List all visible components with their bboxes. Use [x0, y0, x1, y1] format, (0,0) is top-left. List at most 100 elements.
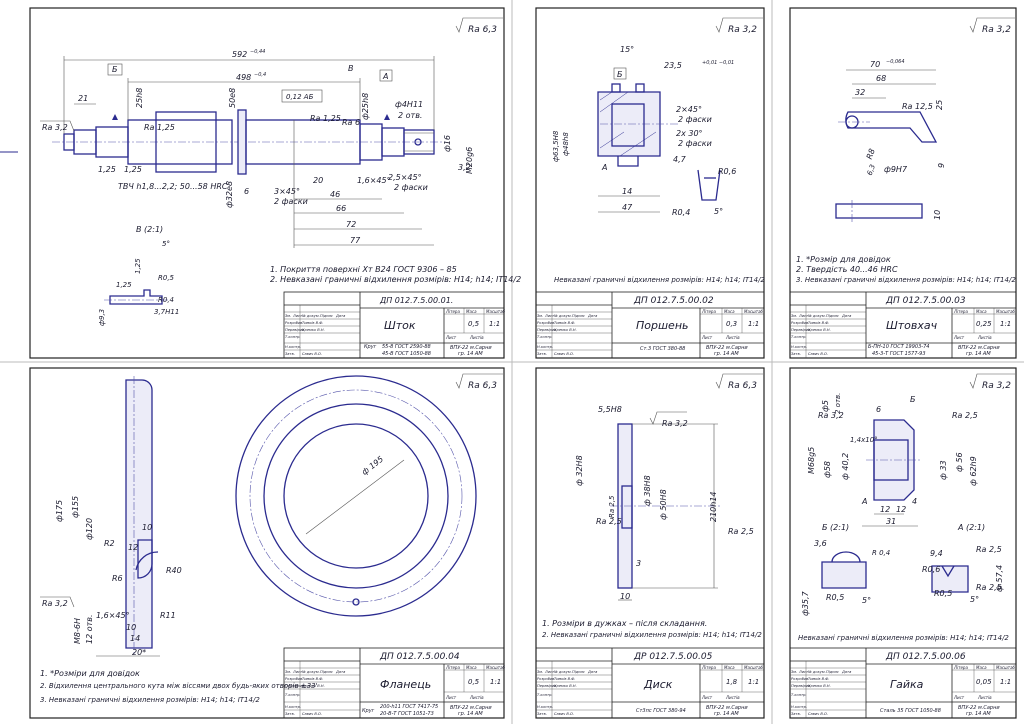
- ra-6: Ra 6: [342, 118, 360, 127]
- dim-25: 25: [935, 100, 944, 110]
- tb-label-masa: Маса: [466, 309, 477, 314]
- tb-code: ДР 012.7.5.00.05: [633, 652, 713, 662]
- tb-label-rozrob: Розробив: [537, 321, 554, 325]
- tb-label-litera: Літера: [445, 665, 460, 670]
- dim-6: 6: [876, 405, 881, 414]
- diam-120: ф120: [85, 518, 94, 540]
- note-2: 2. Невказані граничні відхилення розмірі…: [542, 631, 762, 639]
- tb-name-rozrob: Тимків В.Ф.: [302, 677, 324, 681]
- tb-scale: 1:1: [490, 678, 501, 686]
- tb-label-lystiv: Листів: [469, 335, 484, 340]
- ra-3-2: Ra 3,2: [42, 599, 68, 608]
- tb-material-pre: Круг: [364, 344, 377, 350]
- tb-label-n-kontr: Н.контр.: [285, 345, 301, 349]
- tb-label-zatv: Затв.: [537, 352, 547, 356]
- tb-label-masa: Маса: [976, 309, 987, 314]
- detail-3-7h11: 3,7Н11: [154, 308, 179, 316]
- chamfer-2-5-count: 2 фаски: [394, 183, 428, 192]
- tb-label-zm: Зм.: [285, 670, 291, 674]
- tb-label-lystiv: Листів: [977, 335, 992, 340]
- roughness-general: Ra 3,2: [982, 381, 1011, 391]
- tb-org-1: ВПУ-22 м.Сарни: [450, 705, 492, 711]
- dim-32: 32: [855, 88, 865, 97]
- tb-mass: 0,5: [468, 320, 480, 328]
- tb-label-n-kontr: Н.контр.: [537, 705, 553, 709]
- tb-scale: 1:1: [489, 320, 500, 328]
- tb-label-masa: Маса: [976, 665, 987, 670]
- tb-label-lyst-col: Лист: [798, 670, 809, 674]
- detail-b-r05: R0,5: [826, 593, 844, 602]
- tb-label-n-kontr: Н.контр.: [537, 345, 553, 349]
- dim-68: 68: [876, 74, 886, 83]
- tb-org-1: ВПУ-22 м.Сарни: [958, 705, 1000, 711]
- tb-org-1: ВПУ-22 м.Сарни: [706, 705, 748, 711]
- tb-code: ДП 012.7.5.00.02: [633, 296, 714, 306]
- angle-5: 5°: [714, 207, 723, 216]
- dim-1-25-b: 1,25: [124, 165, 142, 174]
- diam-175: ф175: [55, 500, 64, 522]
- note-2: 2. Твердість 40...46 HRC: [796, 265, 898, 274]
- diam-40-2: ф 40,2: [841, 453, 850, 480]
- disc-section: [610, 423, 722, 601]
- tb-label-rozrob: Розробив: [537, 677, 554, 681]
- tb-label-zatv: Затв.: [285, 352, 295, 356]
- dim-498-tol: −0,4: [254, 72, 266, 78]
- sheet-porshen: Ra 3,2 15° 23,5 +0,01 −0,01 Б 2×45° 2 фа…: [535, 7, 765, 359]
- dim-10: 10: [933, 210, 942, 220]
- pusher-drawing: [835, 69, 938, 222]
- tb-label-zatv: Затв.: [285, 712, 295, 716]
- tb-label-zatv: Затв.: [791, 712, 801, 716]
- roughness-general: Ra 6,3: [468, 25, 497, 35]
- tb-name-perevir: Кремко В.Н.: [554, 328, 577, 332]
- tb-mass: 0,5: [468, 678, 480, 686]
- tb-label-dokum: № докум.: [301, 314, 320, 318]
- tb-label-lyst-col: Лист: [292, 314, 303, 318]
- tb-label-dokum: № докум.: [807, 670, 826, 674]
- detail-a-5deg: 5°: [970, 595, 979, 604]
- detail-1-25-a: 1,25: [134, 258, 142, 274]
- thread-count: 12 отв.: [85, 614, 94, 644]
- sheet-disk: Ra 6,3 5,5Н8 Ra 3,2 ф 32Н8 ф 38Н8 ф 50Н8…: [535, 367, 765, 719]
- tb-label-lystiv: Листів: [725, 335, 740, 340]
- tb-material-1: Ст3пс ГОСТ 380-94: [636, 708, 686, 714]
- tb-material-1: Сталь 35 ГОСТ 1050-88: [880, 708, 941, 714]
- tb-label-litera: Літера: [701, 665, 716, 670]
- dim-4: 4: [912, 497, 917, 506]
- thread-m8: М8-6Н: [73, 618, 82, 644]
- chamfer-1-6: 1,6×45°: [96, 611, 130, 620]
- tb-name: Поршень: [636, 319, 689, 332]
- tb-label-lystiv: Листів: [977, 695, 992, 700]
- tb-org-1: ВПУ-22 м.Сарни: [706, 345, 748, 351]
- ra-2-5-b: Ra 2,5: [596, 517, 622, 526]
- note: Невказані граничні відхилення розмірів: …: [554, 276, 765, 284]
- dim-6-3: 6,3: [866, 163, 877, 176]
- dim-3-2: 3,2: [458, 163, 471, 172]
- tb-org-2: гр. 14 АМ: [714, 351, 739, 357]
- datum-b: Б: [617, 70, 623, 79]
- tb-code: ДП 012.7.5.00.06: [885, 652, 966, 662]
- diam-25h8: 25h8: [135, 88, 144, 108]
- title-block: ДП 012.7.5.00.06 Гайка Літера Маса Масшт…: [789, 647, 1017, 719]
- diam-155: ф155: [71, 496, 80, 518]
- diam-25h8-b: ф25h8: [361, 93, 370, 120]
- datum-a: А: [601, 163, 607, 172]
- tb-label-pidpys: Підпис: [826, 314, 839, 318]
- ra-3-2-left: Ra 3,2: [42, 123, 68, 132]
- section-v: В: [348, 64, 354, 73]
- detail-r04: R0,4: [158, 296, 174, 304]
- tb-label-n-kontr: Н.контр.: [791, 705, 807, 709]
- roughness-general: Ra 3,2: [982, 25, 1011, 35]
- tb-name: Шток: [384, 319, 416, 332]
- tb-label-litera: Літера: [701, 309, 716, 314]
- tb-scale: 1:1: [748, 320, 759, 328]
- tb-name-rozrob: Тимків В.Ф.: [808, 321, 830, 325]
- detail-5deg: 5°: [162, 240, 170, 248]
- tb-org-1: ВПУ-22 м.Сарни: [450, 345, 492, 351]
- detail-b-3-6: 3,6: [814, 539, 827, 548]
- tb-label-data: Дата: [335, 314, 345, 318]
- tb-label-masa: Маса: [724, 665, 735, 670]
- tb-label-dokum: № докум.: [807, 314, 826, 318]
- tb-label-lyst: Лист: [701, 695, 713, 700]
- tb-label-zm: Зм.: [537, 314, 543, 318]
- tb-label-pidpys: Підпис: [572, 670, 585, 674]
